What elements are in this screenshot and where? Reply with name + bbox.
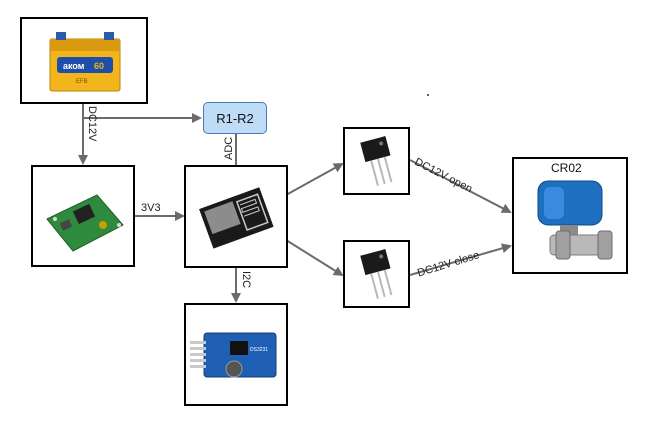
valve-node: CR02: [512, 157, 628, 274]
transistor-top-illustration: [360, 136, 393, 186]
valve-title: CR02: [551, 161, 582, 175]
edge-mcu-transistor-bottom: [285, 239, 344, 277]
edge-label-adc: ADC: [223, 136, 235, 160]
mcu-node: [184, 165, 288, 268]
battery-illustration: аком 60 EFB: [49, 32, 121, 92]
battery-node: аком 60 EFB: [20, 17, 148, 104]
battery-sub-text: EFB: [76, 79, 88, 85]
rtc-chip-text: DS3231: [250, 347, 268, 353]
transistor-bottom-illustration: [360, 249, 393, 299]
edge-label-dc12v: DC12V: [86, 106, 98, 142]
edge-mcu-transistor-top: [285, 163, 344, 196]
buck-converter-illustration: [46, 194, 124, 252]
esp-module-illustration: [199, 187, 274, 249]
rtc-node: DS3231: [184, 303, 288, 406]
resistor-node: R1-R2: [203, 102, 267, 134]
edge-label-i2c: I2C: [240, 271, 252, 289]
battery-capacity-text: 60: [94, 61, 104, 71]
stray-dot: [427, 94, 429, 96]
ball-valve-illustration: [537, 180, 613, 260]
transistor-top-node: [343, 127, 410, 195]
rtc-module-illustration: DS3231: [190, 332, 277, 378]
edge-label-3v3: 3V3: [141, 202, 161, 214]
edge-transistor-bottom-valve: [409, 243, 512, 276]
converter-node: [31, 165, 135, 267]
transistor-bottom-node: [343, 240, 410, 308]
battery-brand-text: аком: [63, 61, 85, 71]
resistor-label: R1-R2: [216, 110, 254, 126]
edge-transistor-top-valve: [409, 159, 512, 213]
